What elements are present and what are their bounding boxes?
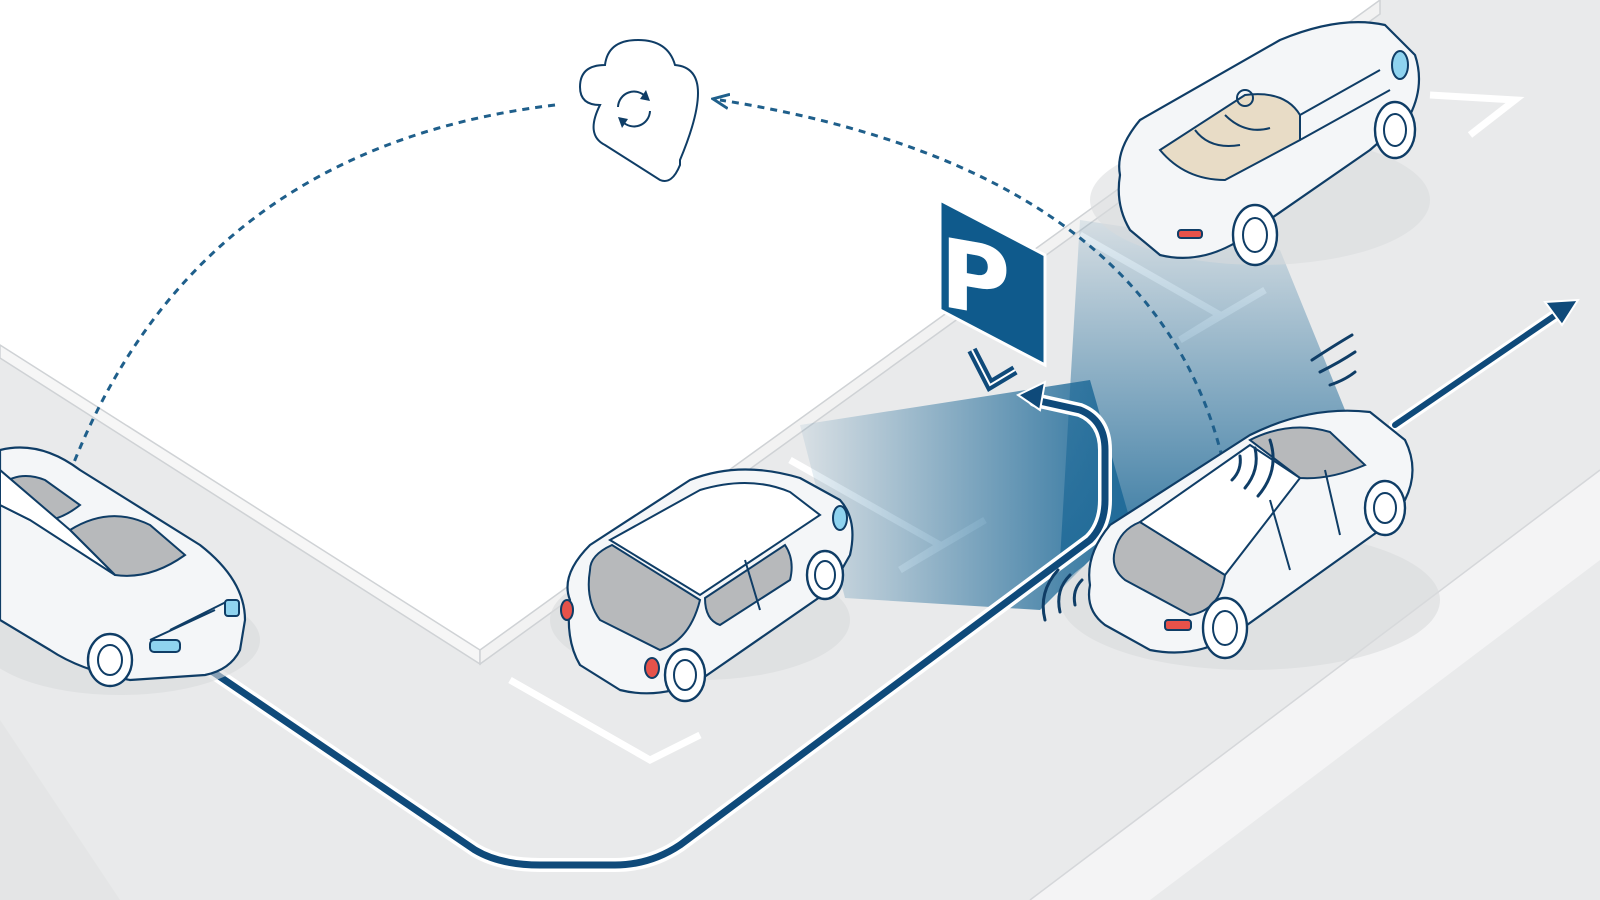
exit-path (1389, 298, 1580, 431)
car-connected-sedan (1060, 409, 1440, 670)
cloud-to-car-arc (60, 103, 556, 500)
platform-top (0, 0, 1380, 650)
exit-arrow-icon (1543, 298, 1580, 327)
car-parked-hatchback (550, 468, 854, 703)
path-arrow-icon (1016, 380, 1047, 412)
wifi-signal-icon (1230, 438, 1275, 498)
wifi-signal-rear-icon (1041, 568, 1084, 622)
sidewalk-edge (1029, 469, 1600, 900)
wifi-signal-front-icon (1310, 333, 1357, 387)
car-arriving (0, 446, 260, 695)
parking-sign-icon: P (938, 197, 1047, 393)
sensor-field-upper (1060, 220, 1345, 560)
cloud-sync-icon (578, 38, 700, 182)
car-parked-convertible (1090, 21, 1430, 267)
parking-sign-letter: P (940, 216, 1010, 341)
car-to-cloud-arc (720, 100, 1227, 471)
road-strip (0, 720, 120, 900)
driving-path (203, 380, 1112, 872)
sensor-field (800, 380, 1130, 610)
